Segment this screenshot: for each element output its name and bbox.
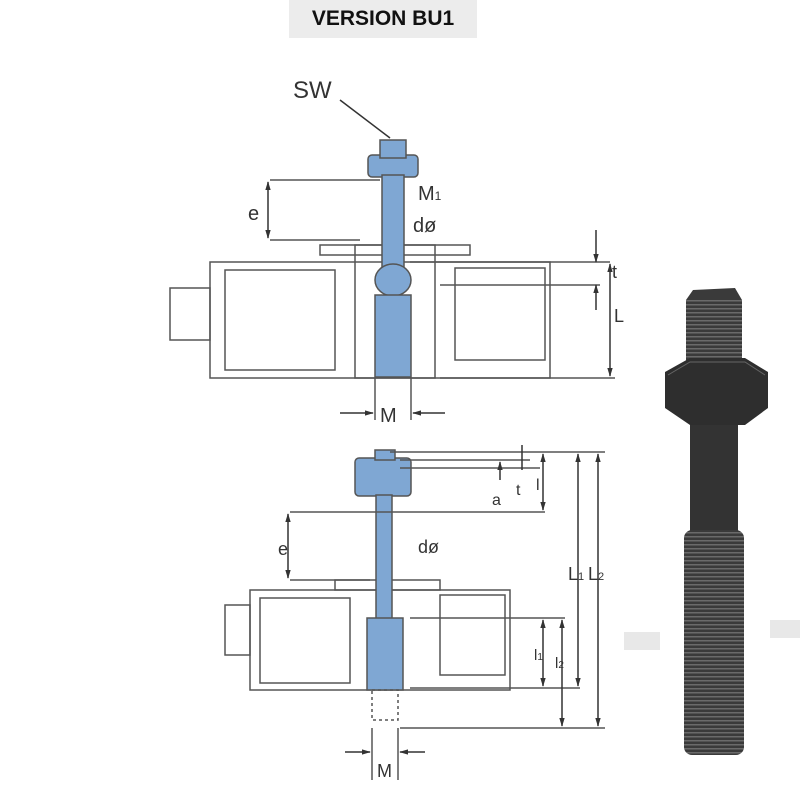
label-a: a	[492, 492, 501, 509]
label-M-top: M	[380, 405, 397, 427]
version-title: VERSION BU1	[289, 0, 477, 38]
label-d-top: dø	[413, 215, 436, 237]
bolt-hex-nut	[665, 358, 768, 425]
label-l2: l2	[555, 655, 564, 672]
label-sw: SW	[293, 77, 332, 104]
label-t-bottom: t	[516, 482, 521, 499]
bolt-shank-bottom	[375, 494, 393, 621]
top-drawing	[169, 99, 615, 420]
bottom-drawing	[224, 445, 605, 780]
label-m1: M1	[418, 183, 442, 205]
side-nut-top	[169, 287, 211, 341]
bolt-thread	[684, 530, 744, 755]
gray-bar-left	[624, 632, 660, 650]
bolt-shank-top	[381, 174, 405, 271]
label-l1: l1	[534, 647, 543, 664]
gray-bar-right	[770, 620, 800, 638]
bolt-body-bottom	[366, 617, 404, 691]
label-L2: L2	[588, 564, 604, 584]
label-L-top: L	[614, 306, 624, 326]
label-e-bottom: e	[278, 539, 288, 559]
label-e-top: e	[248, 203, 259, 225]
label-t-top: t	[612, 262, 617, 282]
bolt-photo	[665, 288, 768, 755]
label-L1: L1	[568, 564, 584, 584]
hex-nut-bottom	[354, 457, 412, 497]
label-M-bottom: M	[377, 761, 392, 781]
label-l: l	[536, 477, 540, 494]
label-d-bottom: dø	[418, 537, 439, 557]
bolt-body-top	[374, 294, 412, 378]
